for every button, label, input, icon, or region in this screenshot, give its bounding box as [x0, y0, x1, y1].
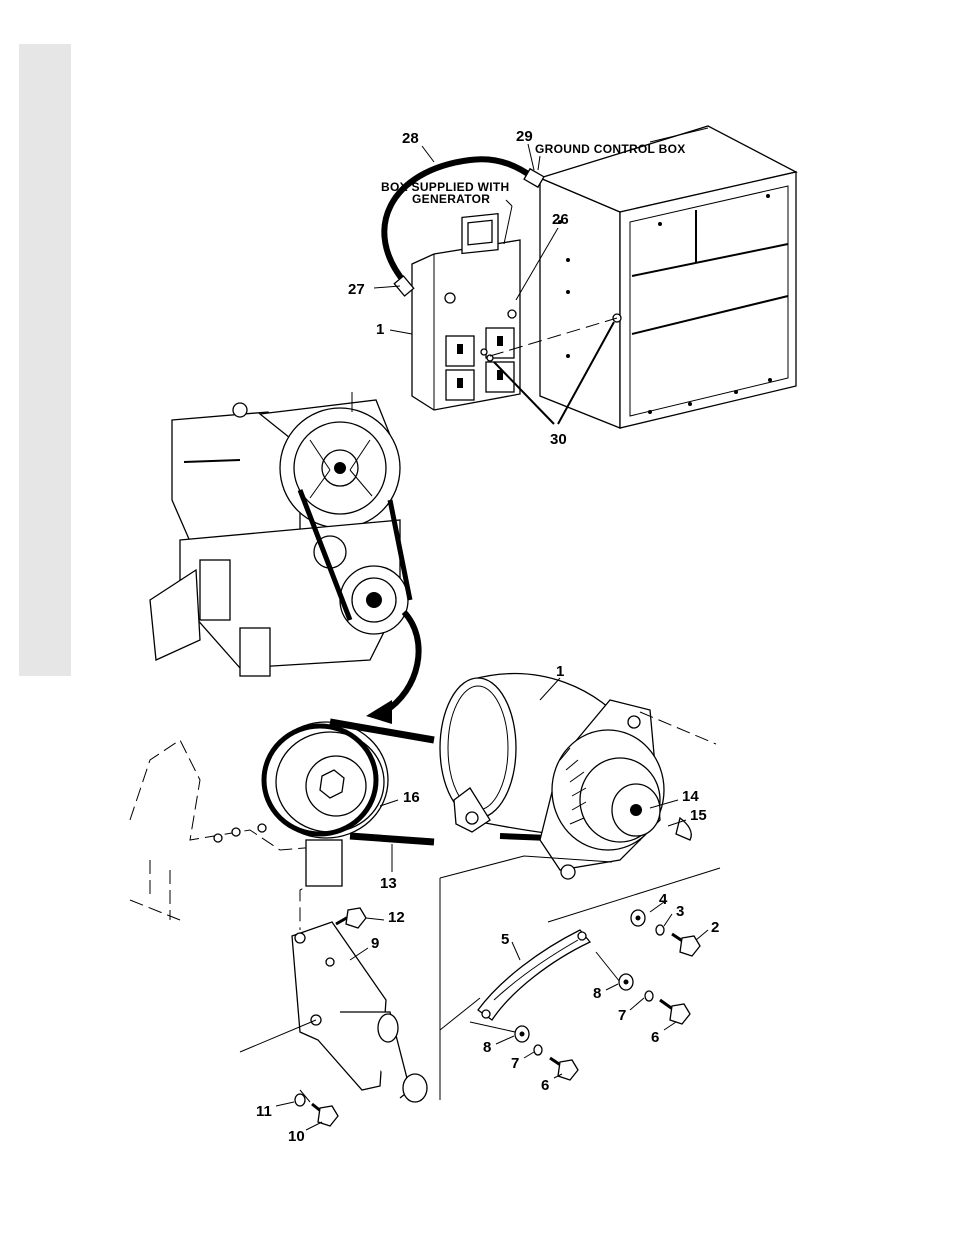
- ground-control-box: [540, 126, 796, 428]
- callout-5: 5: [501, 931, 509, 948]
- callout-9: 9: [371, 935, 379, 952]
- callout-2: 2: [711, 919, 719, 936]
- caption-ground-control-box: GROUND CONTROL BOX: [535, 142, 686, 156]
- callout-13: 13: [380, 875, 397, 892]
- callout-4: 4: [659, 891, 668, 908]
- callout-30: 30: [550, 431, 567, 448]
- callout-11: 11: [256, 1103, 272, 1120]
- callout-8-a: 8: [593, 985, 601, 1002]
- callout-8-b: 8: [483, 1039, 491, 1056]
- engine: [150, 392, 410, 676]
- callout-14: 14: [682, 788, 699, 805]
- callout-10: 10: [288, 1128, 305, 1145]
- callout-3: 3: [676, 903, 684, 920]
- caption-box-supplied-line2: GENERATOR: [412, 192, 490, 206]
- mounting-bracket: [292, 922, 427, 1102]
- callout-28: 28: [402, 130, 419, 147]
- generator: [440, 674, 691, 879]
- callout-7-b: 7: [511, 1055, 519, 1072]
- callout-6-a: 6: [651, 1029, 659, 1046]
- callout-6-b: 6: [541, 1077, 549, 1094]
- callout-12: 12: [388, 909, 405, 926]
- callout-26: 26: [552, 211, 569, 228]
- adjusting-link: [478, 930, 590, 1020]
- callout-1-box: 1: [376, 321, 384, 338]
- callout-7-a: 7: [618, 1007, 626, 1024]
- callout-16: 16: [403, 789, 420, 806]
- callout-29: 29: [516, 128, 533, 145]
- callout-15: 15: [690, 807, 707, 824]
- engine-pulley: [264, 722, 388, 838]
- callout-1-generator: 1: [556, 663, 564, 680]
- callout-27: 27: [348, 281, 365, 298]
